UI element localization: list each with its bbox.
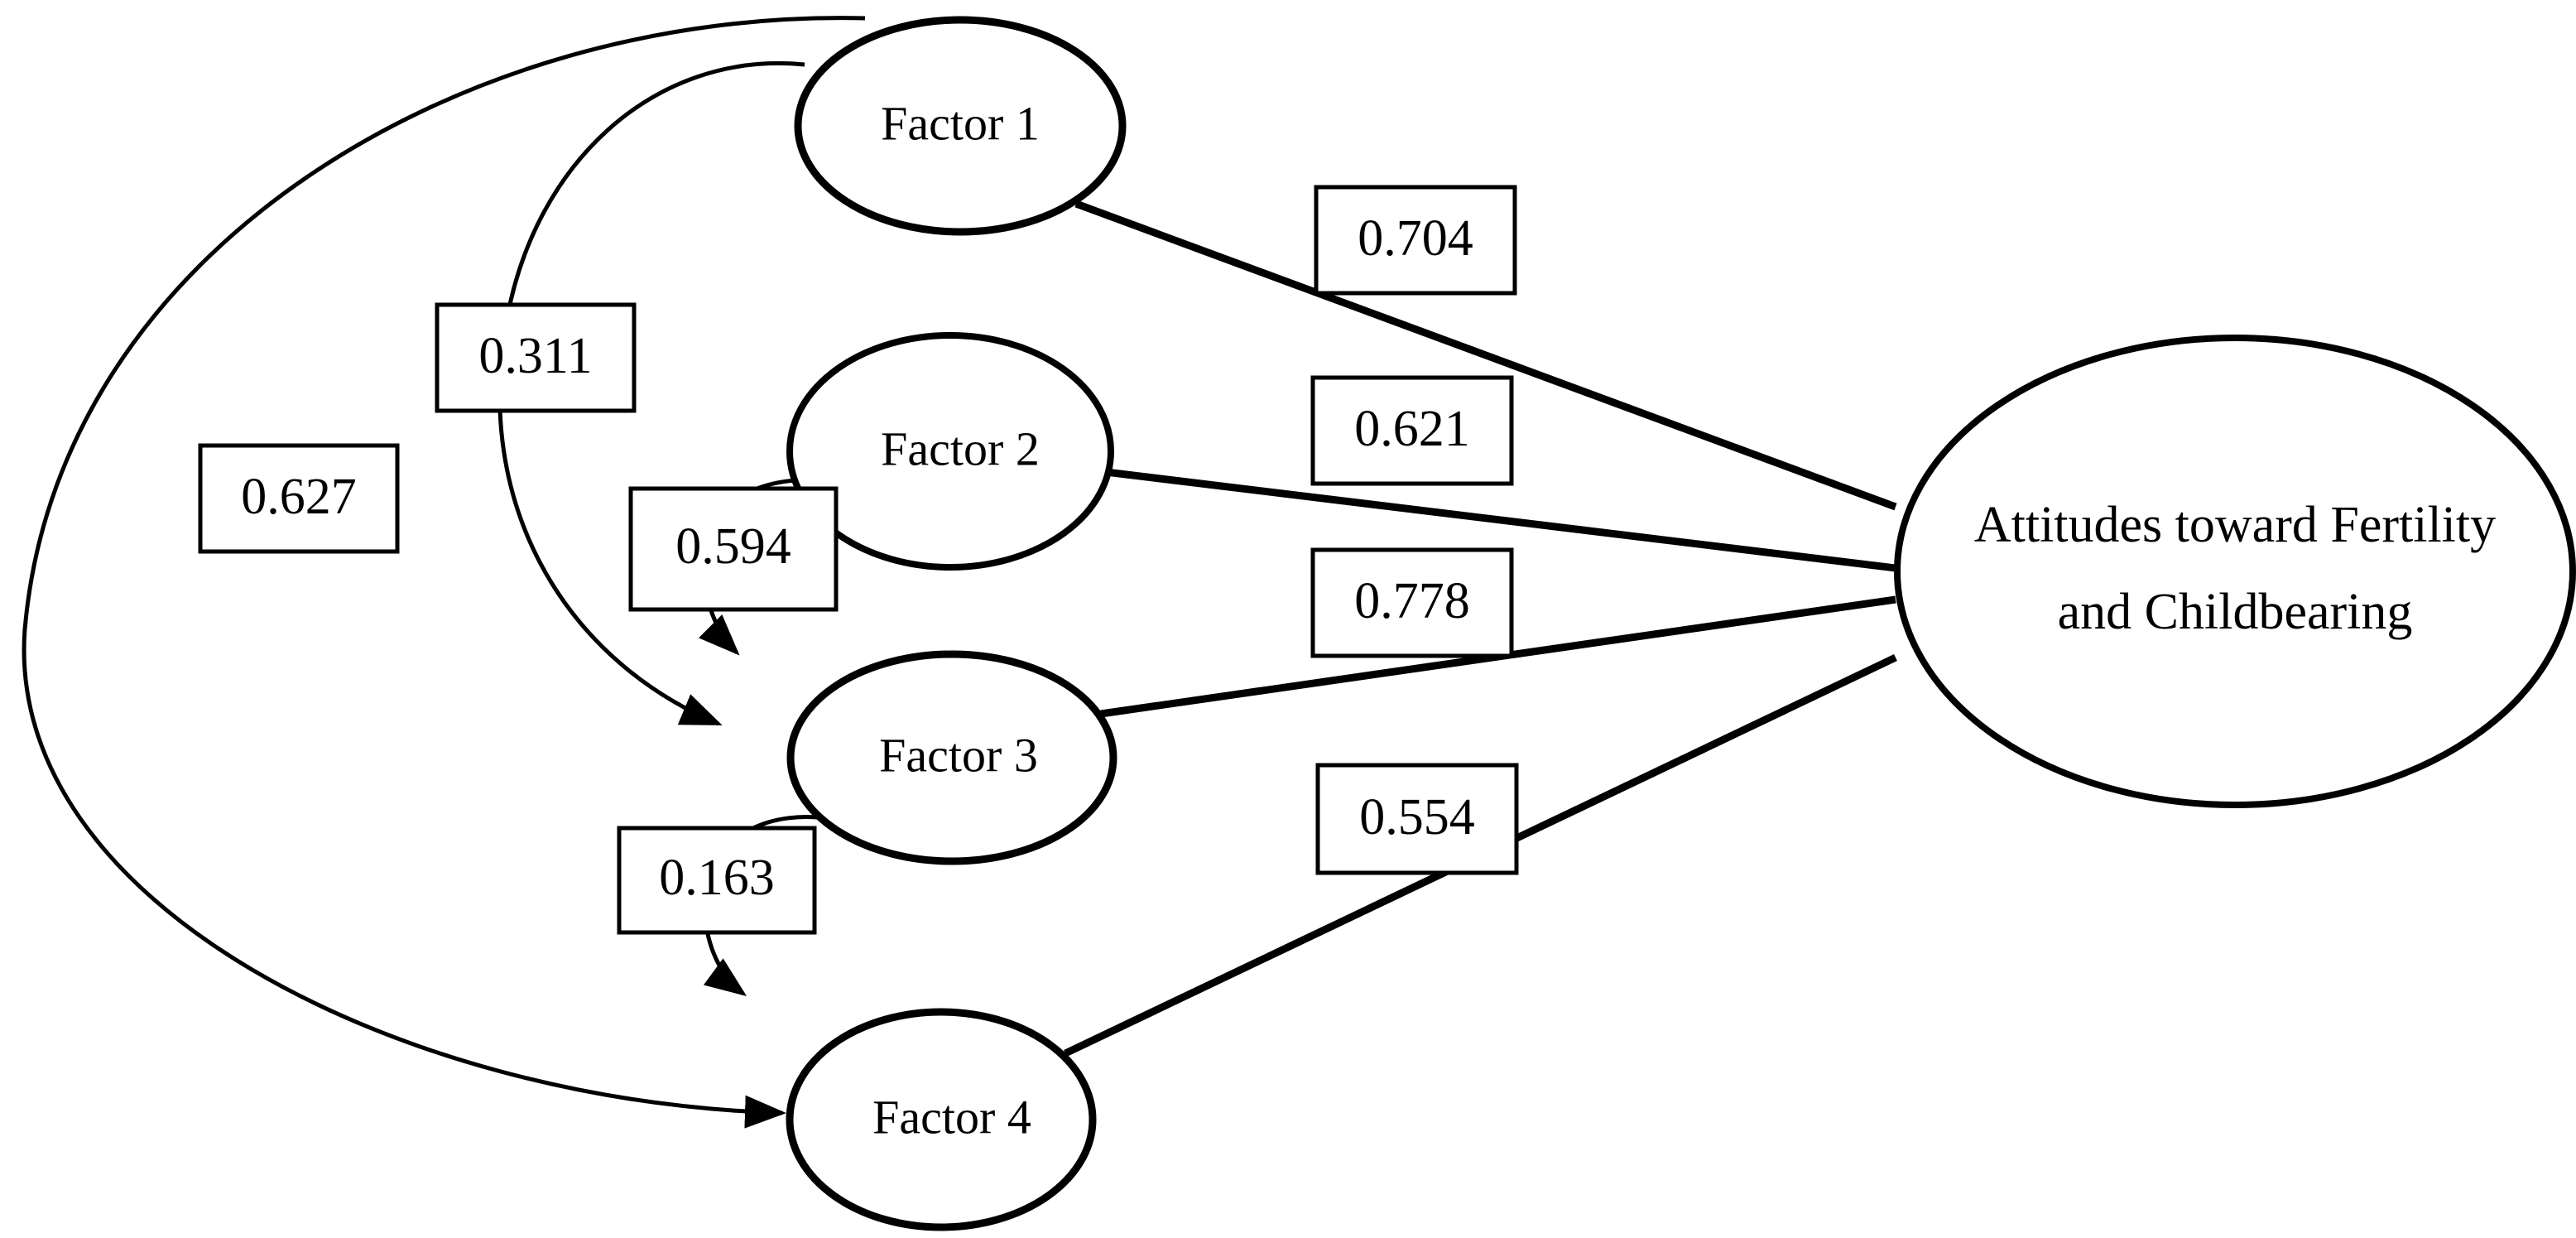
coefficient-value-0778: 0.778 (1354, 573, 1470, 629)
coefficient-box-0554[interactable]: 0.554 (1315, 763, 1519, 875)
coefficient-box-0163[interactable]: 0.163 (617, 826, 817, 935)
coefficient-value-0621: 0.621 (1354, 401, 1470, 457)
coefficient-rect-0704 (1314, 185, 1517, 296)
factor2-label: Factor 2 (881, 421, 1040, 475)
coefficient-box-0704[interactable]: 0.704 (1314, 185, 1517, 296)
coefficient-rect-0778 (1310, 547, 1514, 658)
factor1-ellipse (794, 16, 1127, 236)
correlation-path-f1-f4 (22, 16, 866, 1129)
factor4-label: Factor 4 (872, 1090, 1031, 1144)
coefficient-value-0594: 0.594 (675, 518, 791, 575)
coefficient-rect-0311 (435, 302, 637, 413)
outcome-label-line2: and Childbearing (2058, 584, 2413, 640)
coefficient-box-0311[interactable]: 0.311 (435, 302, 637, 413)
coefficient-rect-0163 (617, 826, 817, 935)
factor3-label: Factor 3 (879, 728, 1038, 782)
coefficient-value-0554: 0.554 (1359, 789, 1475, 845)
coefficient-box-0778[interactable]: 0.778 (1310, 547, 1514, 658)
coefficient-value-0627: 0.627 (241, 469, 357, 525)
factor2-ellipse (786, 332, 1114, 571)
coefficient-rect-0594 (628, 486, 839, 612)
factor1-label: Factor 1 (881, 96, 1040, 150)
factor3-ellipse (786, 650, 1117, 865)
coefficient-value-0704: 0.704 (1358, 210, 1473, 267)
loading-line-f2 (1105, 468, 1896, 572)
factor-node-factor2[interactable]: Factor 2 (786, 332, 1114, 571)
coefficient-box-0627[interactable]: 0.627 (198, 443, 400, 554)
loading-line-f1 (1074, 200, 1897, 511)
coefficient-rect-0554 (1315, 763, 1519, 875)
coefficient-rect-0627 (198, 443, 400, 554)
coefficient-box-0594[interactable]: 0.594 (628, 486, 839, 612)
outcome-node[interactable]: Attitudes toward Fertility and Childbear… (1894, 335, 2576, 808)
coefficient-value-0163: 0.163 (659, 850, 775, 906)
factor-node-factor3[interactable]: Factor 3 (786, 650, 1117, 865)
outcome-label-line1: Attitudes toward Fertility (1974, 497, 2496, 553)
factor-node-factor4[interactable]: Factor 4 (786, 1008, 1097, 1231)
factor-node-factor1[interactable]: Factor 1 (794, 16, 1127, 236)
factor4-ellipse (786, 1008, 1097, 1231)
coefficient-rect-0621 (1310, 375, 1514, 486)
coefficient-value-0311: 0.311 (478, 328, 592, 384)
coefficient-box-0621[interactable]: 0.621 (1310, 375, 1514, 486)
outcome-ellipse (1894, 335, 2576, 808)
